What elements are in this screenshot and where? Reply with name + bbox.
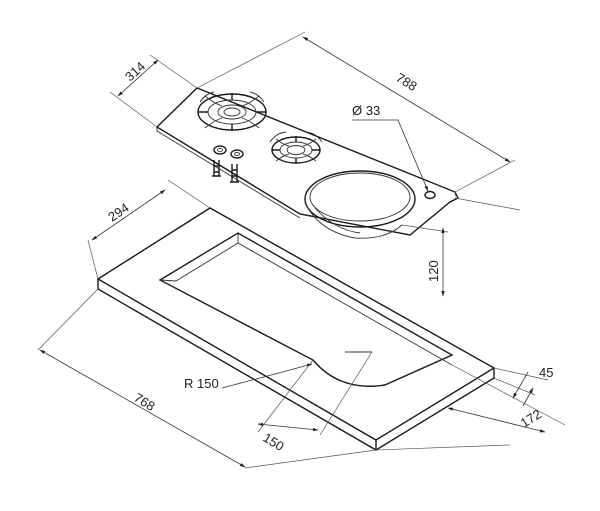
dimension-172: 172 xyxy=(375,364,566,451)
sink-basin-icon xyxy=(304,170,416,239)
dimension-294: 294 xyxy=(87,179,211,280)
dimension-label-768: 768 xyxy=(131,390,157,414)
dimension-label-45: 45 xyxy=(539,365,553,380)
dimension-label-radius-150: R 150 xyxy=(184,376,219,391)
dimension-label-314: 314 xyxy=(122,59,148,85)
countertop-cutout xyxy=(96,207,496,451)
countertop-thickness xyxy=(97,279,495,451)
dimension-diameter-33: Ø 33 xyxy=(352,103,429,192)
dimension-label-172: 172 xyxy=(518,406,544,430)
dimension-120: 120 xyxy=(401,197,521,297)
dimension-label-294: 294 xyxy=(105,200,131,225)
dimension-label-150: 150 xyxy=(260,430,286,454)
dimension-314: 314 xyxy=(109,54,198,128)
dimension-150: 150 xyxy=(257,351,373,454)
gas-connector-icon xyxy=(212,160,239,183)
hob-unit xyxy=(155,87,459,239)
dimension-label-diameter-33: Ø 33 xyxy=(352,103,380,118)
dimension-768: 768 xyxy=(37,288,377,469)
burner-large-icon xyxy=(197,91,267,131)
dimension-label-120: 120 xyxy=(426,260,441,282)
control-knob-icon xyxy=(213,145,244,159)
dimension-radius-150: R 150 xyxy=(184,363,313,391)
hob-plate-edge xyxy=(156,127,457,219)
dimension-45: 45 xyxy=(493,365,553,407)
tap-hole-icon xyxy=(424,190,436,200)
dimension-label-788: 788 xyxy=(393,70,419,94)
burner-small-icon xyxy=(269,131,323,164)
cutout-opening xyxy=(158,232,454,387)
